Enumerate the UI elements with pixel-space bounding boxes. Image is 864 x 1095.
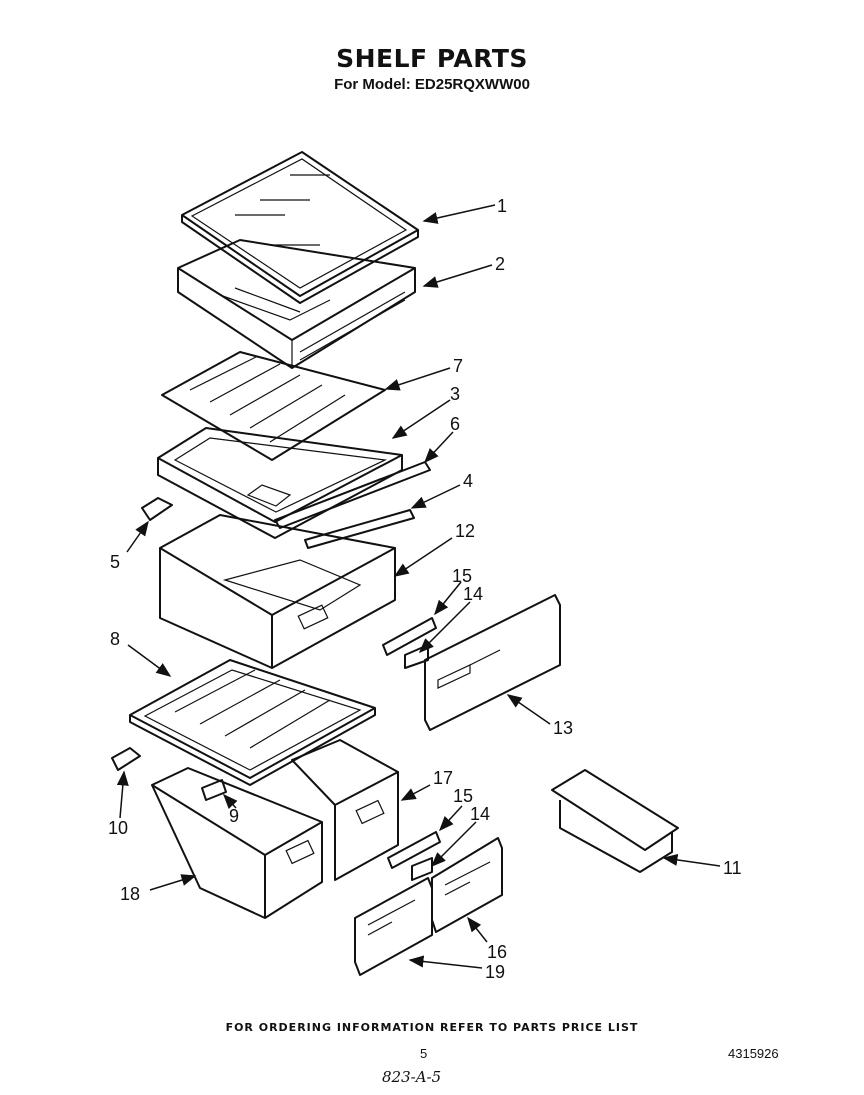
part-4-rail	[304, 509, 415, 549]
callout-2: 2	[495, 254, 505, 274]
callout-3: 3	[450, 384, 460, 404]
callout-1: 1	[497, 196, 507, 216]
handwritten-note: 823-A-5	[382, 1068, 442, 1086]
callout-18: 18	[120, 884, 140, 904]
part-1-glass-shelf	[181, 151, 419, 304]
page-title: SHELF PARTS	[336, 44, 528, 73]
callout-15-upper: 15	[452, 566, 472, 586]
part-19-drawer-front	[354, 877, 433, 976]
part-12-crisper-drawer	[159, 514, 396, 669]
part-14-lower-clip	[411, 857, 433, 881]
ordering-info-note: FOR ORDERING INFORMATION REFER TO PARTS …	[225, 1021, 639, 1034]
callout-17: 17	[433, 768, 453, 788]
part-11-door-bin	[551, 769, 679, 873]
part-9-clip	[201, 779, 227, 801]
part-2-shelf-tray	[177, 239, 416, 369]
callout-8: 8	[110, 629, 120, 649]
callout-12: 12	[455, 521, 475, 541]
callout-10: 10	[108, 818, 128, 838]
callout-4: 4	[463, 471, 473, 491]
callout-11: 11	[723, 858, 742, 878]
leader-lines	[116, 204, 721, 969]
model-subtitle: For Model: ED25RQXWW00	[334, 76, 530, 93]
callout-5: 5	[110, 552, 120, 572]
callout-19: 19	[485, 962, 505, 982]
part-6-rail	[274, 461, 431, 529]
callout-14-upper: 14	[463, 584, 483, 604]
part-17-right-bin	[291, 739, 399, 881]
part-15-upper-slide	[382, 617, 437, 656]
callout-7: 7	[453, 356, 463, 376]
document-number: 4315926	[728, 1046, 779, 1061]
callout-16: 16	[487, 942, 507, 962]
callout-14-lower: 14	[470, 804, 490, 824]
callout-9: 9	[229, 806, 239, 826]
callout-labels: 1 2 7 3 6 4 5 12 15 14 8 13 10 9 17 15 1…	[108, 196, 742, 982]
part-18-left-bin	[151, 767, 323, 919]
part-8-lower-shelf	[129, 659, 376, 786]
part-5-rail	[141, 497, 173, 521]
callout-6: 6	[450, 414, 460, 434]
callout-15-lower: 15	[453, 786, 473, 806]
part-15-lower-slide	[387, 831, 441, 869]
part-13-drawer-front	[424, 594, 561, 731]
part-10-rail	[111, 747, 141, 771]
part-16-drawer-front	[431, 837, 503, 933]
part-3-shelf-frame	[157, 427, 403, 539]
page-number: 5	[420, 1046, 428, 1061]
part-7-shelf-insert	[161, 351, 386, 461]
callout-13: 13	[553, 718, 573, 738]
